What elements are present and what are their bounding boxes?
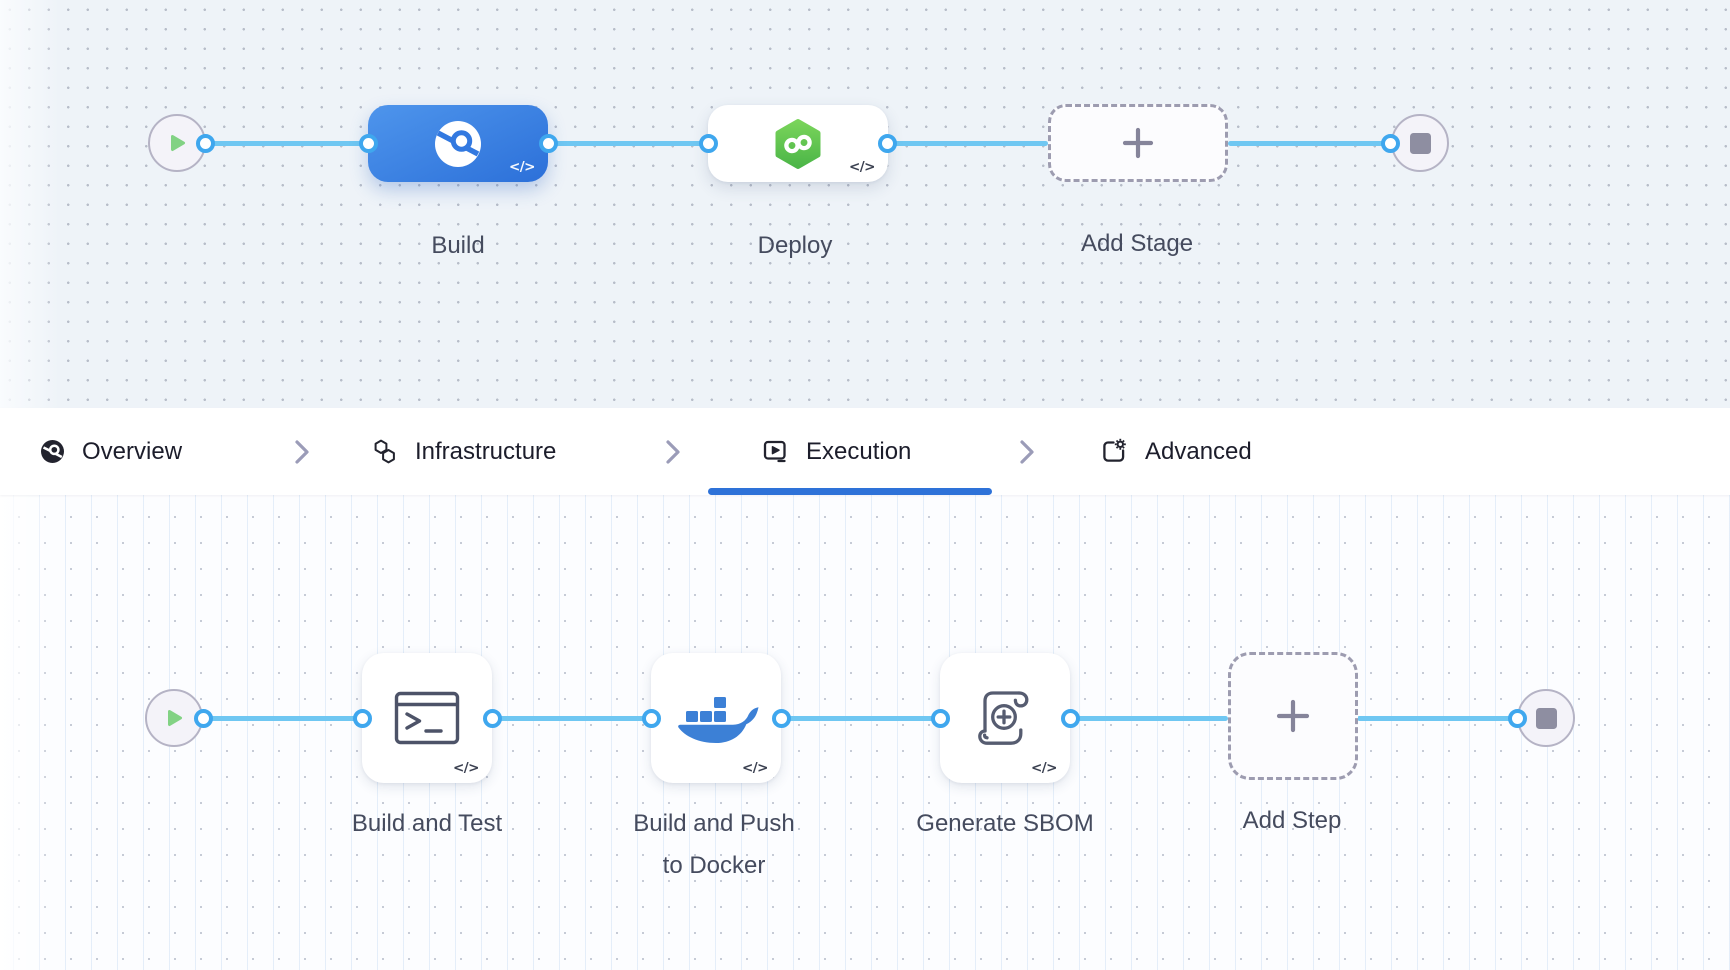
- connector-line: [781, 715, 940, 721]
- advanced-icon: [1103, 438, 1126, 462]
- execution-icon: [763, 440, 786, 463]
- active-tab-underline: [708, 488, 992, 495]
- tab-label: Overview: [82, 437, 183, 465]
- tab-execution[interactable]: Execution: [762, 408, 911, 495]
- connector-port[interactable]: [877, 133, 897, 153]
- tab-infrastructure[interactable]: Infrastructure: [371, 408, 556, 495]
- code-brackets-glyph: </>: [741, 760, 769, 776]
- tab-overview[interactable]: Overview: [40, 408, 182, 495]
- pipeline-end-node: [1391, 114, 1449, 172]
- connector-port[interactable]: [195, 133, 215, 153]
- connector-port[interactable]: [698, 133, 718, 153]
- stop-icon: [1535, 707, 1557, 729]
- ci-build-icon: [435, 120, 481, 167]
- step-node-build-and-test[interactable]: </>: [362, 653, 492, 783]
- connector-line: [1228, 140, 1390, 146]
- connector-line: [1357, 715, 1517, 721]
- connector-port[interactable]: [193, 708, 213, 728]
- stage-label: Deploy: [757, 232, 833, 259]
- step-label: Add Step: [1242, 807, 1342, 834]
- step-label: Build and Push to Docker: [633, 803, 794, 887]
- connector-line: [887, 140, 1048, 146]
- play-icon: [171, 135, 185, 151]
- connector-port[interactable]: [1380, 133, 1400, 153]
- code-brackets-glyph: </>: [848, 159, 876, 175]
- connector-line: [205, 140, 368, 146]
- connector-line: [492, 715, 651, 721]
- connector-line: [1070, 715, 1228, 721]
- add-step-button[interactable]: [1228, 652, 1358, 780]
- code-brackets-glyph: </>: [452, 760, 480, 776]
- plus-icon: [1276, 699, 1310, 733]
- execution-step-canvas[interactable]: [0, 495, 1730, 970]
- connector-line: [548, 140, 708, 146]
- stage-node-build[interactable]: </>: [368, 105, 548, 182]
- scroll-plus-icon: [978, 691, 1029, 745]
- connector-line: [203, 715, 362, 721]
- execution-end-node: [1517, 689, 1575, 747]
- connector-port[interactable]: [641, 708, 661, 728]
- stage-config-tabbar: Overview Infrastructure Execution: [0, 408, 1730, 495]
- connector-port[interactable]: [1507, 708, 1527, 728]
- connector-port[interactable]: [930, 708, 950, 728]
- tab-label: Execution: [806, 437, 912, 465]
- plus-icon: [1122, 127, 1154, 159]
- step-label-line2: to Docker: [662, 852, 766, 879]
- connector-port[interactable]: [1060, 708, 1080, 728]
- step-label: Generate SBOM: [916, 810, 1094, 837]
- code-brackets-glyph: </>: [1030, 760, 1058, 776]
- cd-deploy-icon: [775, 118, 821, 169]
- stage-node-deploy[interactable]: </>: [708, 105, 888, 182]
- connector-port[interactable]: [538, 133, 558, 153]
- stage-canvas[interactable]: </> </>: [0, 0, 1730, 408]
- play-icon: [168, 710, 182, 726]
- tab-label: Infrastructure: [415, 437, 557, 465]
- overview-icon: [41, 440, 64, 463]
- connector-port[interactable]: [771, 708, 791, 728]
- connector-port[interactable]: [358, 133, 378, 153]
- step-node-generate-sbom[interactable]: </>: [940, 653, 1070, 783]
- execution-start-node: [145, 689, 203, 747]
- code-brackets-glyph: </>: [508, 159, 536, 175]
- docker-icon: [678, 697, 759, 743]
- connector-port[interactable]: [352, 708, 372, 728]
- stage-label: Build: [431, 232, 485, 259]
- infrastructure-icon: [374, 439, 395, 464]
- stop-icon: [1409, 132, 1431, 154]
- add-stage-button[interactable]: [1048, 104, 1228, 182]
- tab-advanced[interactable]: Advanced: [1100, 408, 1252, 495]
- connector-port[interactable]: [482, 708, 502, 728]
- chevron-right-icon: [295, 440, 309, 464]
- chevron-right-icon: [666, 440, 680, 464]
- step-label-line1: Build and Push: [633, 810, 795, 837]
- step-node-build-and-push-docker[interactable]: </>: [651, 653, 781, 783]
- step-label: Build and Test: [351, 810, 503, 837]
- terminal-icon: [394, 691, 460, 745]
- chevron-right-icon: [1020, 440, 1034, 464]
- stage-label: Add Stage: [1080, 230, 1194, 257]
- tab-label: Advanced: [1145, 437, 1252, 465]
